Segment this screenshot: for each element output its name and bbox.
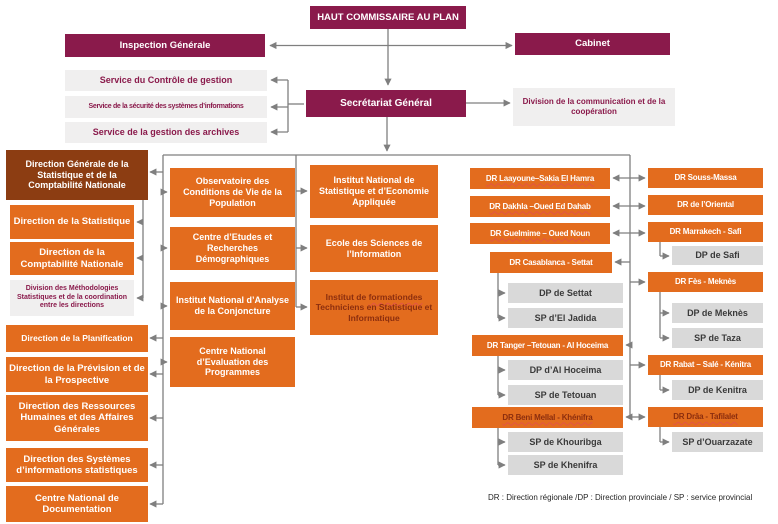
node-dr-fes: DR Fès - Meknès bbox=[648, 272, 763, 292]
connector-group bbox=[136, 29, 670, 508]
node-dr-casablanca: DR Casablanca - Settat bbox=[490, 252, 612, 273]
node-dp-safi: DP de Safi bbox=[672, 246, 763, 265]
node-secretariat-general: Secrétariat Général bbox=[306, 90, 466, 117]
node-division-communication: Division de la communication et de la co… bbox=[513, 88, 675, 126]
node-ecole-sciences-information: Ecole des Sciences de l’Information bbox=[310, 225, 438, 272]
node-sp-taza: SP de Taza bbox=[672, 328, 763, 348]
node-dp-kenitra: DP de Kenitra bbox=[672, 380, 763, 400]
node-inspection-generale: Inspection Générale bbox=[65, 34, 265, 57]
node-direction-prevision: Direction de la Prévision et de la Prosp… bbox=[6, 357, 148, 392]
node-institut-formation-techniciens: Institut de formationdes Techniciens en … bbox=[310, 280, 438, 335]
node-institut-analyse-conjoncture: Institut National d’Analyse de la Conjon… bbox=[170, 282, 295, 330]
node-dr-souss-massa: DR Souss-Massa bbox=[648, 168, 763, 188]
node-dr-guelmime: DR Guelmime – Oued Noun bbox=[470, 223, 610, 244]
node-direction-systemes-informations: Direction des Systèmes d’informations st… bbox=[6, 448, 148, 482]
node-insea: Institut National de Statistique et d’Ec… bbox=[310, 165, 438, 218]
node-dr-beni-mellal: DR Beni Mellal - Khénifra bbox=[472, 407, 623, 428]
node-dr-rabat: DR Rabat – Salé - Kénitra bbox=[648, 355, 763, 375]
node-dr-laayoune: DR Laayoune–Sakia El Hamra bbox=[470, 168, 610, 189]
node-division-methodologies: Division des Méthodologies Statistiques … bbox=[10, 280, 134, 316]
node-dp-settat: DP de Settat bbox=[508, 283, 623, 303]
node-centre-etudes-demographiques: Centre d’Etudes et Recherches Démographi… bbox=[170, 227, 295, 270]
node-dr-oriental: DR de l’Oriental bbox=[648, 195, 763, 215]
node-cabinet: Cabinet bbox=[515, 33, 670, 55]
node-dg-statistique-comptabilite: Direction Générale de la Statistique et … bbox=[6, 150, 148, 200]
node-dr-tanger: DR Tanger –Tetouan - Al Hoceima bbox=[472, 335, 623, 356]
node-sp-tetouan: SP de Tetouan bbox=[508, 385, 623, 405]
node-centre-documentation: Centre National de Documentation bbox=[6, 486, 148, 522]
node-observatoire-conditions-vie: Observatoire des Conditions de Vie de la… bbox=[170, 168, 295, 217]
node-sp-ouarzazate: SP d’Ouarzazate bbox=[672, 432, 763, 452]
node-dr-dakhla: DR Dakhla –Oued Ed Dahab bbox=[470, 196, 610, 217]
node-centre-evaluation-programmes: Centre National d’Evaluation des Program… bbox=[170, 337, 295, 387]
node-sp-khouribga: SP de Khouribga bbox=[508, 432, 623, 452]
node-dr-draa: DR Drâa - Tafilalet bbox=[648, 407, 763, 427]
node-sp-el-jadida: SP d’El Jadida bbox=[508, 308, 623, 328]
node-direction-statistique: Direction de la Statistique bbox=[10, 205, 134, 239]
node-sp-khenifra: SP de Khenifra bbox=[508, 455, 623, 475]
node-service-gestion-archives: Service de la gestion des archives bbox=[65, 122, 267, 143]
node-haut-commissaire: HAUT COMMISSAIRE AU PLAN bbox=[310, 6, 466, 29]
node-service-controle-gestion: Service du Contrôle de gestion bbox=[65, 70, 267, 91]
institut-formation-label: Institut de formationdes Techniciens en … bbox=[315, 292, 433, 323]
node-dr-marrakech: DR Marrakech - Safi bbox=[648, 222, 763, 242]
node-dp-meknes: DP de Meknès bbox=[672, 303, 763, 323]
node-service-securite-si: Service de la sécurité des systèmes d’in… bbox=[65, 96, 267, 118]
abbreviations-legend: DR : Direction régionale /DP : Direction… bbox=[488, 493, 753, 502]
node-dp-al-hoceima: DP d’Al Hoceima bbox=[508, 360, 623, 380]
node-direction-planification: Direction de la Planification bbox=[6, 325, 148, 352]
node-direction-ressources-humaines: Direction des Ressources Humaines et des… bbox=[6, 395, 148, 441]
node-direction-comptabilite: Direction de la Comptabilité Nationale bbox=[10, 242, 134, 275]
